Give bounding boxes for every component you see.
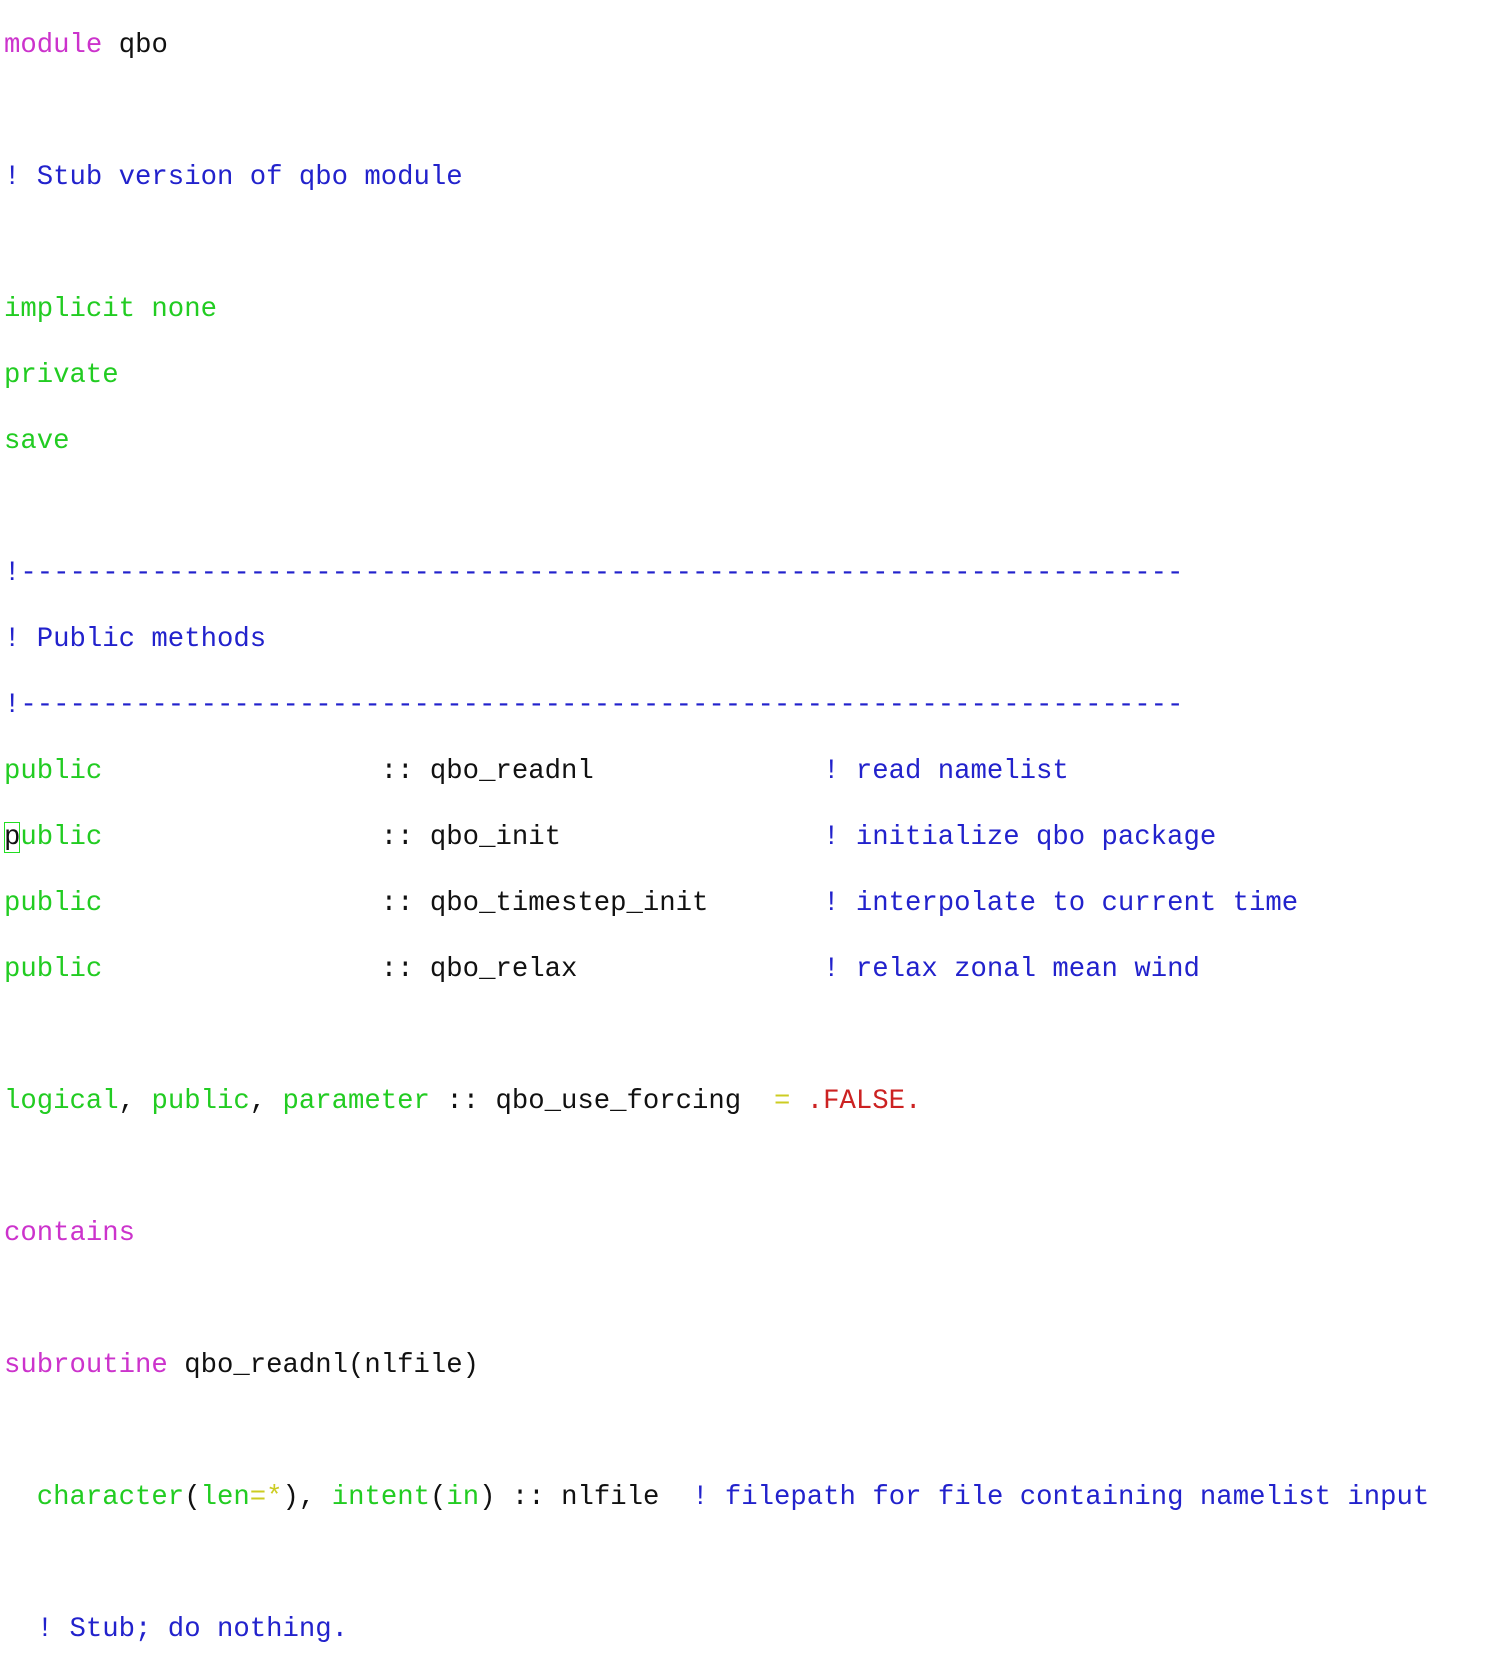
star-operator: * <box>266 1482 283 1513</box>
comma: , <box>249 1086 283 1117</box>
keyword-save: save <box>4 426 70 457</box>
comment: ! initialize qbo package <box>823 822 1217 853</box>
code-line: implicit none <box>4 293 1489 326</box>
paren: ) <box>479 1482 496 1513</box>
comment: ! Stub; do nothing. <box>36 1614 349 1645</box>
code-line-empty <box>4 1019 1489 1052</box>
code-line: save <box>4 425 1489 458</box>
subroutine-signature: qbo_readnl(nlfile) <box>184 1350 480 1381</box>
module-name: qbo <box>118 30 168 61</box>
paren: ), <box>282 1482 332 1513</box>
keyword-public: ublic <box>20 822 103 853</box>
decl-separator: :: <box>364 954 430 985</box>
code-line: contains <box>4 1217 1489 1250</box>
keyword-public: public <box>151 1086 250 1117</box>
code-line: public :: qbo_relax ! relax zonal mean w… <box>4 953 1489 986</box>
comment: ! read namelist <box>823 756 1069 787</box>
comment: ! interpolate to current time <box>823 888 1299 919</box>
comment: ! relax zonal mean wind <box>823 954 1200 985</box>
keyword-implicit-none: implicit none <box>4 294 217 325</box>
code-line: ! Public methods <box>4 623 1489 656</box>
keyword-contains: contains <box>4 1218 136 1249</box>
code-line-empty <box>4 1151 1489 1184</box>
keyword-public: public <box>4 756 103 787</box>
text-cursor[interactable]: p <box>4 822 21 853</box>
code-line-empty <box>4 95 1489 128</box>
comment: ! Stub version of qbo module <box>4 162 463 193</box>
keyword-in: in <box>446 1482 480 1513</box>
keyword-public: public <box>4 954 103 985</box>
variable-name: nlfile <box>561 1482 660 1513</box>
code-line: ! Stub version of qbo module <box>4 161 1489 194</box>
method-name: qbo_init <box>429 822 561 853</box>
decl-separator: :: <box>495 1482 562 1513</box>
keyword-logical: logical <box>4 1086 119 1117</box>
keyword-len: len <box>200 1482 250 1513</box>
variable-name: qbo_use_forcing <box>495 1086 742 1117</box>
code-line: public :: qbo_timestep_init ! interpolat… <box>4 887 1489 920</box>
decl-separator: :: <box>429 1086 496 1117</box>
paren: ( <box>184 1482 201 1513</box>
code-line: !---------------------------------------… <box>4 557 1489 590</box>
keyword-character: character <box>36 1482 185 1513</box>
code-line: ! Stub; do nothing. <box>4 1613 1489 1646</box>
code-line: subroutine qbo_readnl(nlfile) <box>4 1349 1489 1382</box>
code-line-empty <box>4 1547 1489 1580</box>
keyword-public: public <box>4 888 103 919</box>
keyword-module: module <box>4 30 103 61</box>
code-line-empty <box>4 1283 1489 1316</box>
code-line: module qbo <box>4 29 1489 62</box>
keyword-private: private <box>4 360 119 391</box>
keyword-subroutine: subroutine <box>4 1350 168 1381</box>
assign-operator: = <box>249 1482 267 1513</box>
code-line: character(len=*), intent(in) :: nlfile !… <box>4 1481 1489 1514</box>
method-name: qbo_timestep_init <box>429 888 709 919</box>
comment-section-title: ! Public methods <box>4 624 267 655</box>
code-line-cursor: public :: qbo_init ! initialize qbo pack… <box>4 821 1489 854</box>
comment-divider: !---------------------------------------… <box>4 558 1184 589</box>
comma: , <box>118 1086 152 1117</box>
decl-separator: :: <box>364 888 430 919</box>
code-line-empty <box>4 227 1489 260</box>
code-line-empty <box>4 1415 1489 1448</box>
keyword-parameter: parameter <box>282 1086 430 1117</box>
assign-operator: = <box>773 1086 791 1117</box>
code-line: logical, public, parameter :: qbo_use_fo… <box>4 1085 1489 1118</box>
comment-divider: !---------------------------------------… <box>4 690 1184 721</box>
method-name: qbo_relax <box>429 954 578 985</box>
keyword-intent: intent <box>331 1482 430 1513</box>
decl-separator: :: <box>364 756 430 787</box>
comment: ! filepath for file containing namelist … <box>692 1482 1430 1513</box>
code-line-empty <box>4 491 1489 524</box>
code-line: public :: qbo_readnl ! read namelist <box>4 755 1489 788</box>
paren: ( <box>429 1482 447 1513</box>
code-line: private <box>4 359 1489 392</box>
decl-separator: :: <box>364 822 430 853</box>
code-line: !---------------------------------------… <box>4 689 1489 722</box>
literal-value: .FALSE. <box>806 1086 922 1117</box>
method-name: qbo_readnl <box>429 756 594 787</box>
